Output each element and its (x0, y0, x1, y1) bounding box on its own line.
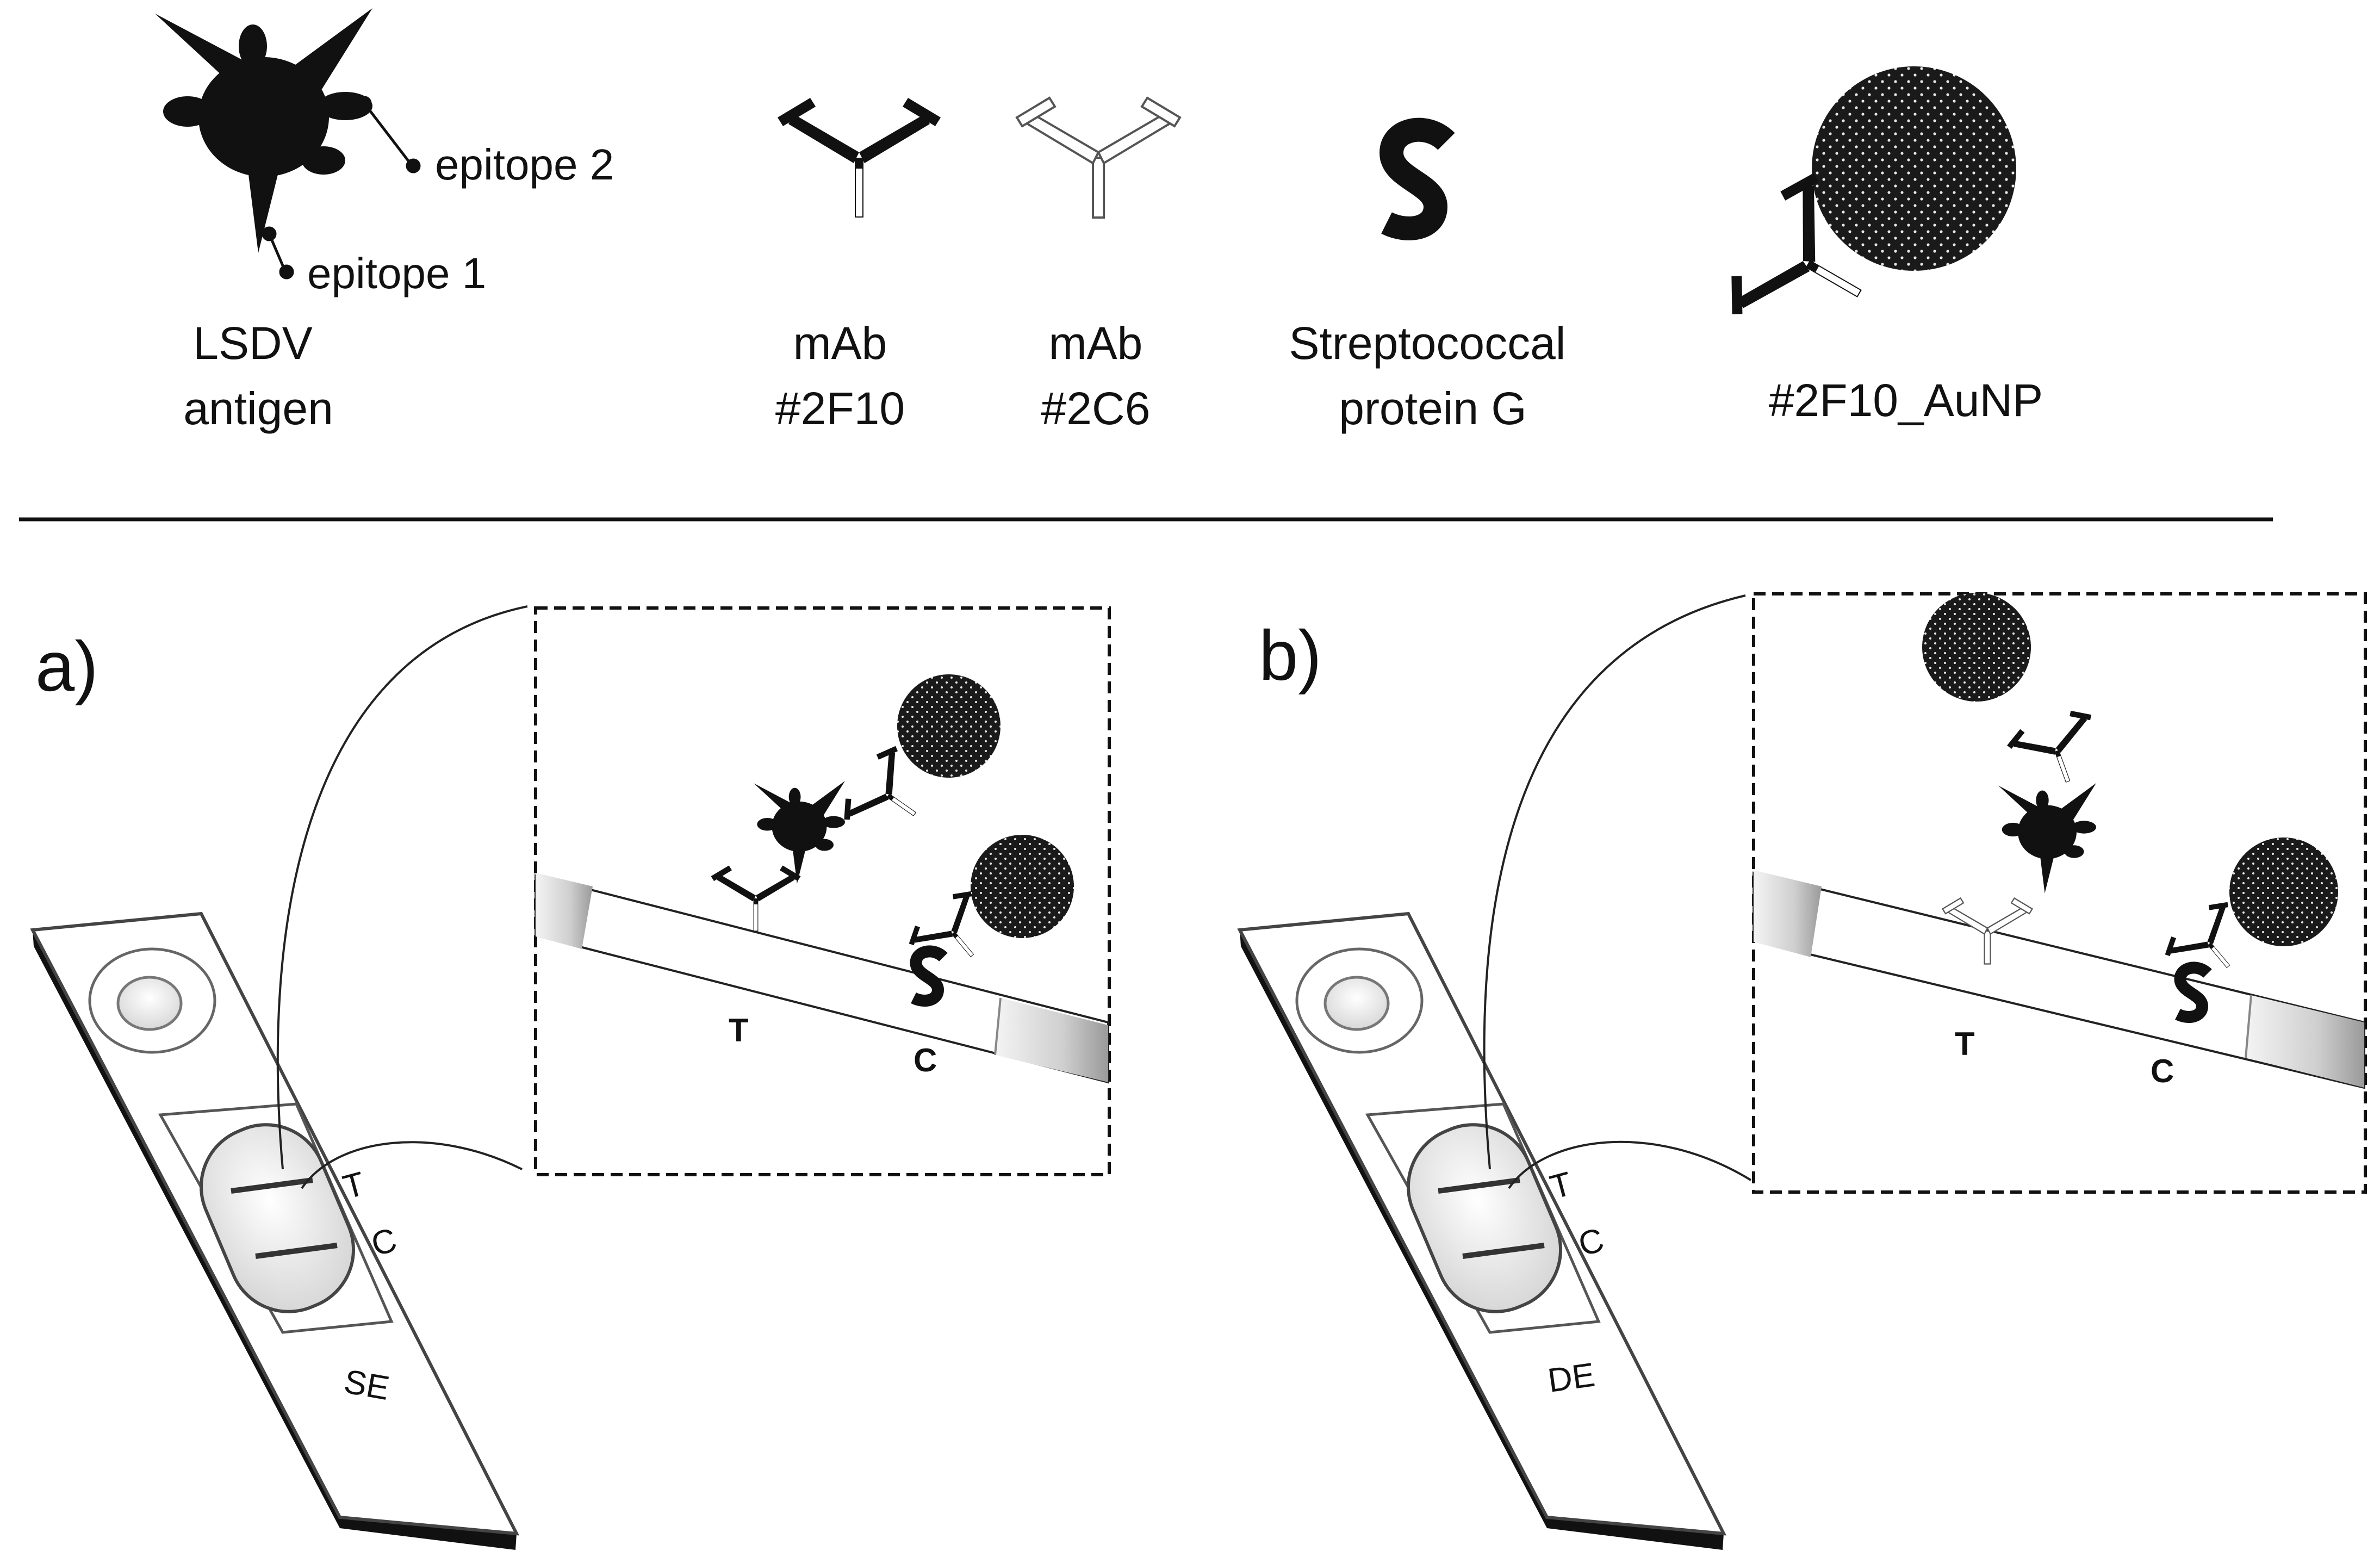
lateral-flow-strip-icon: T C SE (30, 911, 520, 1550)
mab-2f10-label-line2: #2F10 (775, 383, 905, 434)
zoom-b-c: C (2151, 1053, 2174, 1089)
panel-b-label: b) (1259, 616, 1322, 695)
protein-g-label-line2: protein G (1339, 383, 1527, 434)
lateral-flow-strip-b-icon: T C DE (1237, 911, 1727, 1550)
gold-nanoparticle-icon (1715, 66, 2016, 364)
zoom-connector-a-bottom (301, 1141, 523, 1189)
panel-a: a) T C SE (30, 605, 1111, 1550)
zoom-box-b: T C (1752, 592, 2367, 1194)
legend: epitope 2 epitope 1 LSDV antigen mAb #2F… (155, 8, 2043, 434)
zoom-a-t: T (729, 1012, 749, 1049)
epitope-leaders (262, 96, 421, 280)
panel-b: b) T C DE (1237, 592, 2367, 1550)
zoom-b-t: T (1955, 1026, 1975, 1062)
epitope-2-label: epitope 2 (435, 140, 614, 189)
mab-2f10-label-line1: mAb (793, 318, 887, 369)
zoom-connector-a-top (276, 605, 528, 1170)
epitope-1-label: epitope 1 (307, 249, 486, 297)
aunp-label: #2F10_AuNP (1769, 375, 2043, 426)
zoom-a-c: C (914, 1042, 937, 1078)
strip-b-name: DE (1545, 1356, 1597, 1400)
antibody-icon (778, 98, 941, 218)
protein-g-label-line1: Streptococcal (1289, 318, 1566, 369)
lsdv-label-line2: antigen (183, 383, 333, 434)
protein-g-icon (1387, 130, 1446, 228)
panel-a-label: a) (35, 626, 98, 706)
lsdv-antigen-icon (155, 8, 372, 253)
mab-2c6-label-line2: #2C6 (1041, 383, 1151, 434)
strip-a-name: SE (341, 1363, 392, 1407)
antibody-white-icon (1016, 97, 1181, 219)
zoom-box-a: T C (534, 606, 1111, 1176)
lsdv-label-line1: LSDV (193, 318, 312, 369)
zoom-connector-b-top (1483, 594, 1746, 1170)
mab-2c6-label-line1: mAb (1049, 318, 1143, 369)
zoom-connector-b-bottom (1508, 1140, 1752, 1189)
